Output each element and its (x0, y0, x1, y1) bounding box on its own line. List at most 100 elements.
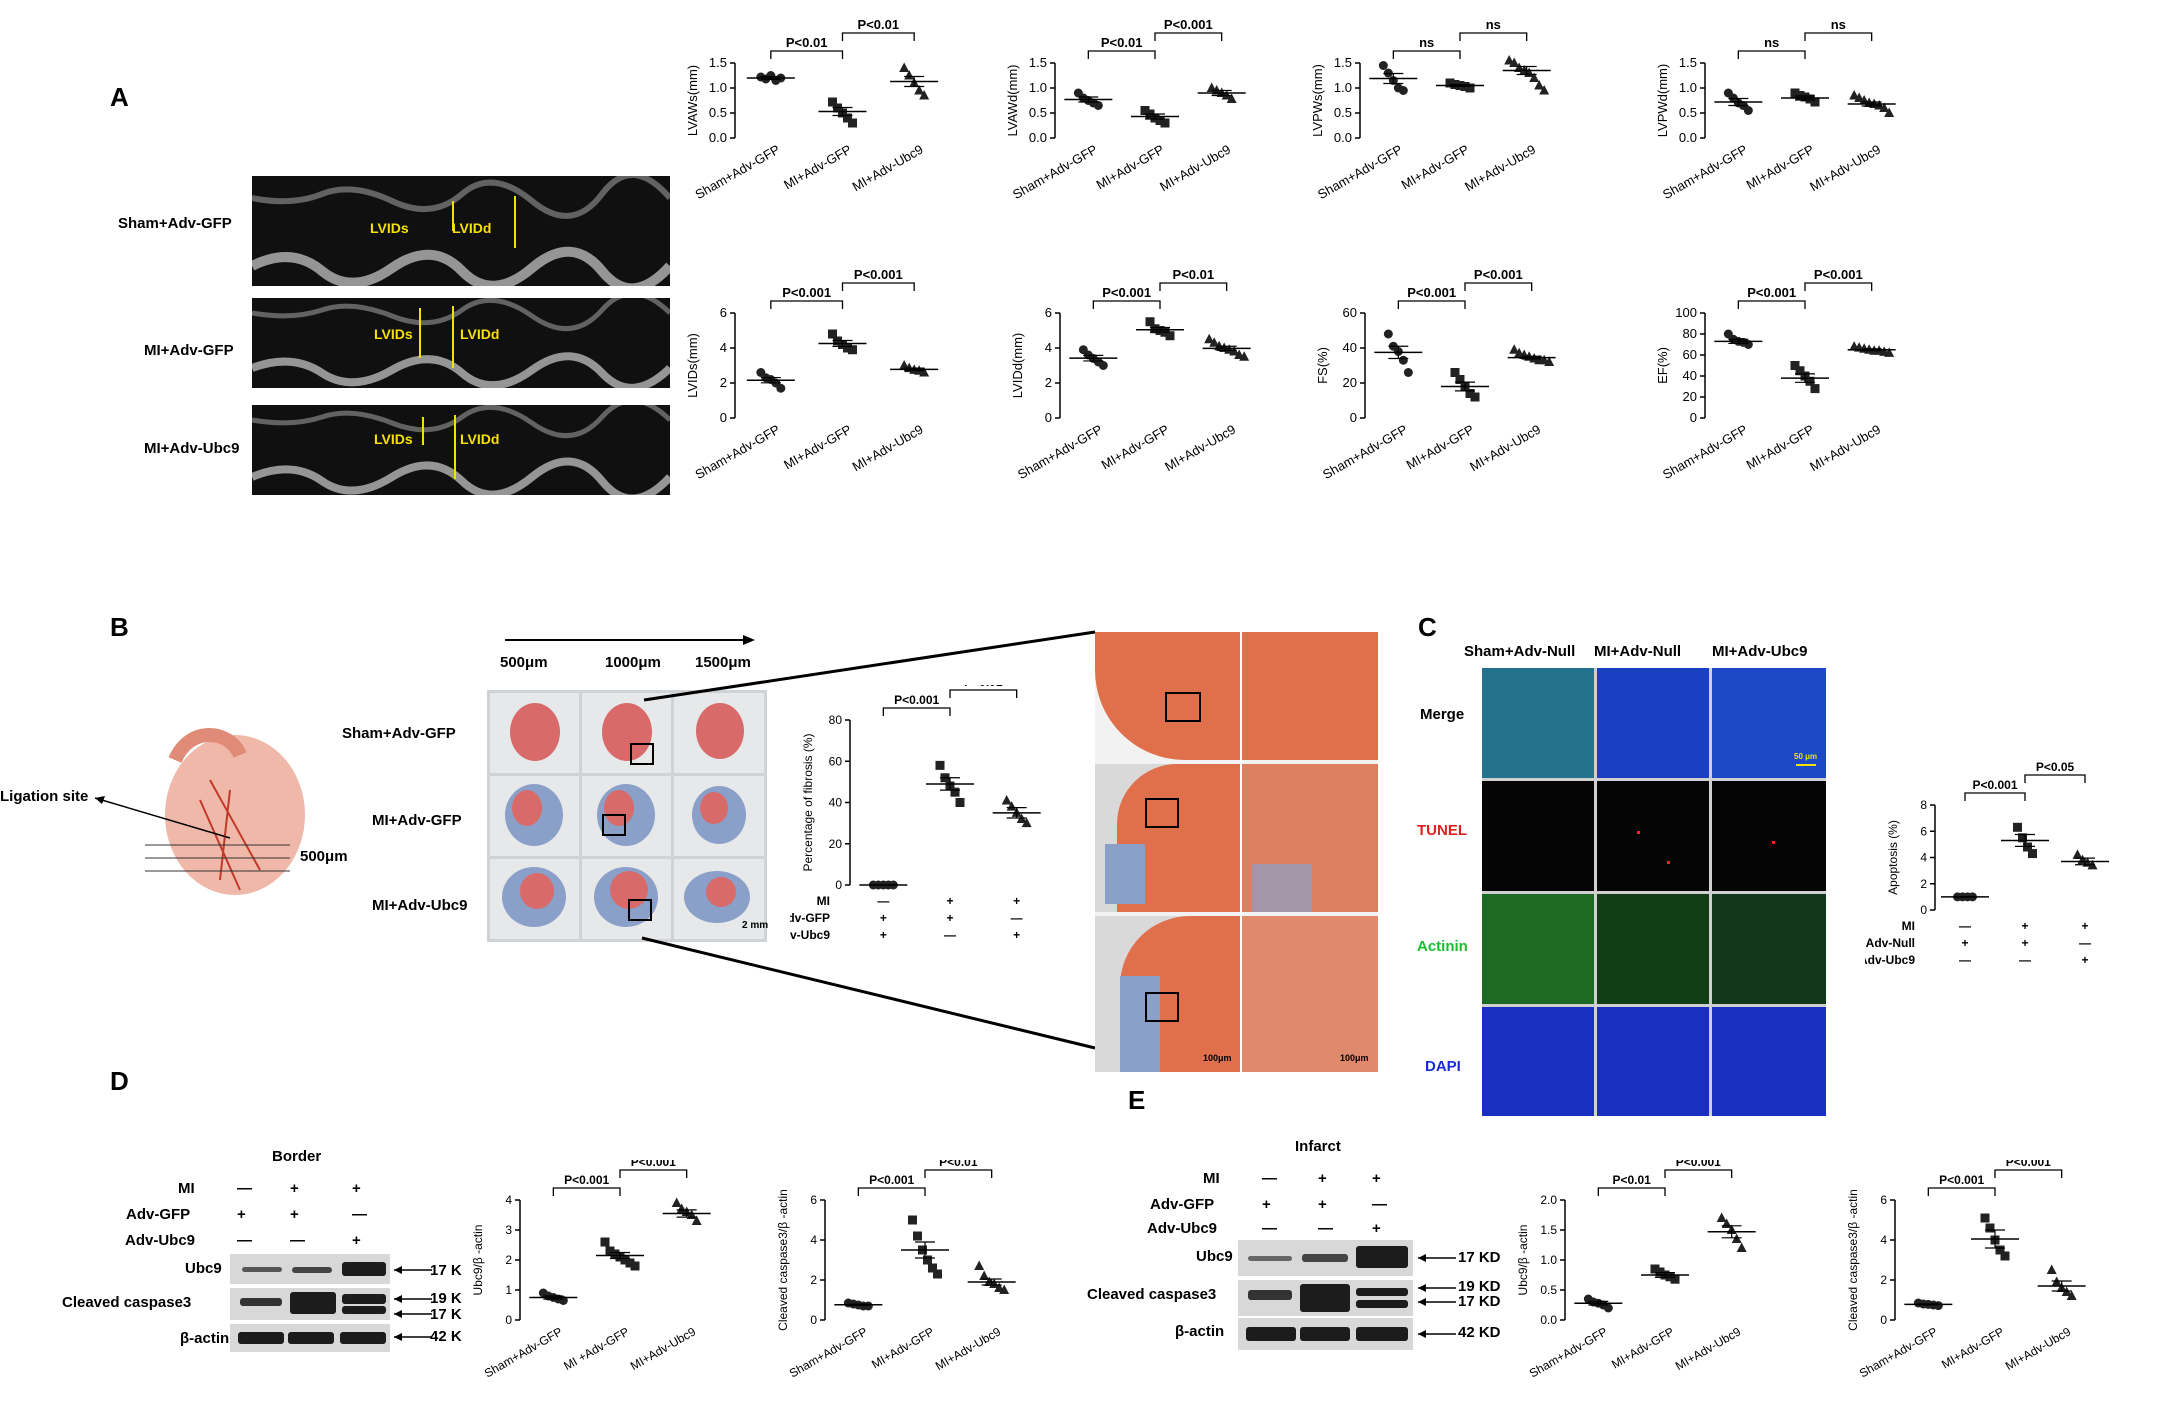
significance-bracket (1597, 1187, 1666, 1196)
data-point (989, 1278, 1000, 1288)
condition-label: MI (1902, 919, 1915, 933)
y-axis-label: LVPWd(mm) (1655, 64, 1670, 137)
data-point (1509, 57, 1520, 67)
y-tick-label: 2.0 (1540, 1193, 1557, 1207)
condition-label: Adv-Null (1866, 936, 1915, 950)
significance-label: P<0.01 (1101, 35, 1143, 50)
significance-bracket (1397, 300, 1466, 309)
significance-label: P<0.001 (1972, 778, 2017, 792)
masson-row-label: MI+Adv-Ubc9 (372, 897, 468, 914)
condition-mark: — (1372, 1196, 1387, 1213)
condition-mark: + (2081, 953, 2088, 967)
condition-mark: — (237, 1232, 252, 1249)
significance-bracket (1994, 1169, 2063, 1178)
data-point (1670, 1274, 1680, 1284)
y-tick-label: 0 (1690, 410, 1697, 425)
data-point (1021, 817, 1032, 828)
condition-label: Adv-GFP (1150, 1196, 1215, 1213)
x-tick-label: MI+Adv-Ubc9 (1157, 142, 1233, 195)
condition-mark: — (1262, 1220, 1277, 1237)
x-tick-label: Sham+Adv-GFP (1320, 422, 1410, 482)
y-tick-label: 0 (810, 1313, 817, 1327)
significance-bracket (1664, 1169, 1733, 1178)
significance-label: P<0.01 (1612, 1173, 1651, 1187)
data-point (979, 1270, 990, 1280)
condition-mark: — (2019, 953, 2031, 967)
data-point (1403, 368, 1413, 377)
significance-label: P<0.001 (1939, 1173, 1984, 1187)
x-tick-label: MI+Adv-Ubc9 (1807, 142, 1883, 195)
y-tick-label: 2 (720, 375, 727, 390)
distance-label: 1000μm (605, 654, 661, 671)
data-point (1226, 93, 1237, 103)
y-tick-label: 1.0 (1679, 80, 1697, 95)
y-tick-label: 0.5 (1029, 105, 1047, 120)
blot-caspase (230, 1288, 390, 1320)
data-point (1743, 106, 1753, 115)
data-point (1465, 389, 1475, 398)
y-tick-label: 20 (1683, 389, 1697, 404)
masson-grid (487, 690, 767, 942)
data-point (919, 367, 930, 377)
y-tick-label: 1.5 (1334, 55, 1352, 70)
y-axis-label: Percentage of fibrosis (%) (801, 733, 815, 871)
y-tick-label: 1.0 (1029, 80, 1047, 95)
band-label: Ubc9 (1196, 1248, 1233, 1265)
y-tick-label: 60 (1343, 305, 1357, 320)
x-tick-label: Sham+Adv-GFP (1660, 142, 1750, 202)
data-point (974, 1260, 985, 1270)
tunel-row-label: TUNEL (1417, 822, 1467, 839)
condition-mark: + (946, 894, 953, 908)
x-tick-label: MI+Adv-GFP (1404, 422, 1477, 473)
heart-illustration (94, 728, 305, 895)
data-point (904, 70, 915, 80)
y-tick-label: 0.5 (709, 105, 727, 120)
y-tick-label: 0 (1880, 1313, 1887, 1327)
y-axis-label: Cleaved caspase3/β -actin (776, 1189, 790, 1331)
y-tick-label: 0.0 (1334, 130, 1352, 145)
data-point (1736, 1242, 1747, 1252)
data-point (2000, 1251, 2010, 1261)
significance-bracket (770, 300, 844, 309)
significance-label: P<0.001 (1814, 268, 1863, 282)
significance-bracket (770, 50, 844, 59)
data-point (848, 118, 857, 128)
data-point (1884, 107, 1895, 117)
significance-label: P<0.001 (1474, 268, 1523, 282)
y-tick-label: 0.5 (1679, 105, 1697, 120)
significance-label: ns (1419, 35, 1434, 50)
y-tick-label: 100 (1675, 305, 1697, 320)
data-point (1145, 317, 1155, 327)
condition-mark: + (290, 1206, 299, 1223)
condition-mark: — (1011, 911, 1023, 925)
data-point (928, 1263, 937, 1273)
y-tick-label: 0 (720, 410, 727, 425)
data-point (1879, 102, 1890, 112)
condition-mark: + (2021, 936, 2028, 950)
y-tick-label: 20 (829, 837, 843, 851)
echo-waveform (252, 176, 670, 286)
y-tick-label: 0.0 (1029, 130, 1047, 145)
distance-label: 1500μm (695, 654, 751, 671)
x-tick-label: Sham+Adv-GFP (482, 1324, 565, 1380)
x-tick-label: MI+Adv-GFP (1744, 422, 1817, 473)
y-tick-label: 2 (1880, 1273, 1887, 1287)
significance-label: P<0.001 (631, 1160, 676, 1169)
significance-label: P<0.01 (858, 17, 900, 32)
chart-lvpws: 0.00.51.01.5LVPWs(mm)nsnsSham+Adv-GFPMI+… (1310, 17, 1551, 202)
y-tick-label: 0.0 (1540, 1313, 1557, 1327)
data-point (1445, 78, 1455, 88)
data-point (899, 360, 910, 370)
data-point (2072, 849, 2083, 859)
condition-mark: + (1318, 1196, 1327, 1213)
data-point (776, 383, 786, 393)
y-tick-label: 4 (1920, 851, 1927, 865)
y-tick-label: 1.0 (709, 80, 727, 95)
data-point (1716, 1212, 1727, 1222)
data-point (1093, 101, 1103, 110)
condition-label: MI (1203, 1170, 1220, 1187)
condition-label: Adv-GFP (126, 1206, 191, 1223)
condition-mark: + (1262, 1196, 1271, 1213)
